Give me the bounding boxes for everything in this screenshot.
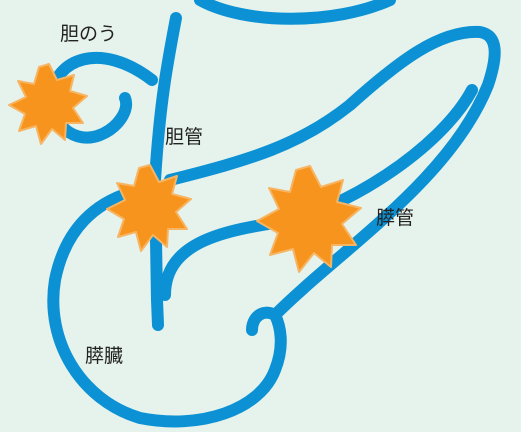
label-pancreas: 膵臓 [85,345,123,367]
label-gallbladder: 胆のう [60,23,117,45]
duodenum-top [194,0,396,25]
label-bile-duct: 胆管 [165,126,203,148]
lesion-bile-duct [106,164,192,252]
label-pancreatic-duct: 膵管 [376,207,414,229]
pancreas-outline [47,25,501,428]
starburst-icon [106,164,192,252]
lesion-pancreatic-duct [256,165,362,273]
starburst-icon [256,165,362,273]
lesion-gallbladder [8,63,88,145]
starburst-icon [8,63,88,145]
